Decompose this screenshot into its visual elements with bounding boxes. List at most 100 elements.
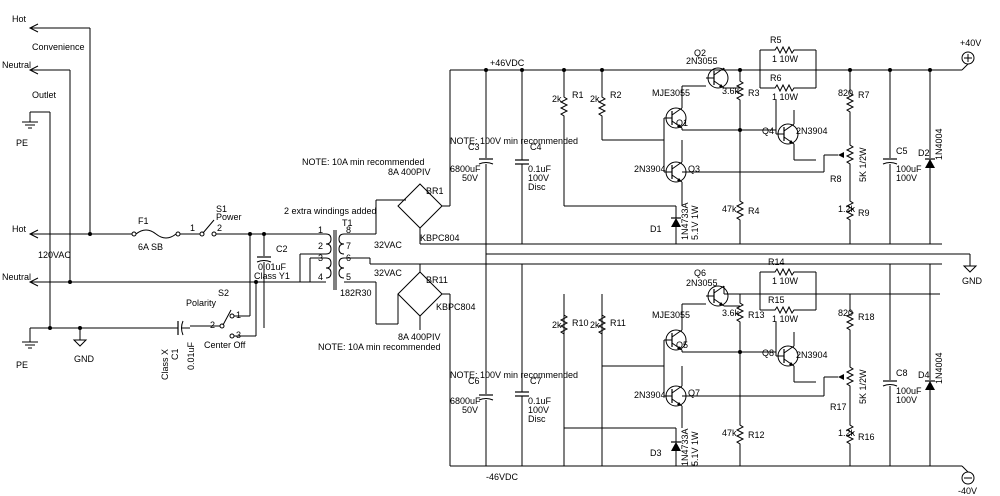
c3-volt: 50V bbox=[462, 173, 478, 183]
c1-value: 0.01uF bbox=[186, 341, 196, 370]
r1-label: R1 bbox=[572, 90, 584, 100]
c4-volt: 100V bbox=[528, 173, 549, 183]
q6-part: 2N3055 bbox=[686, 278, 718, 288]
r16-value: 1.2k bbox=[838, 428, 856, 438]
t1-pin2: 2 bbox=[318, 241, 323, 251]
q8-part: 2N3904 bbox=[796, 350, 828, 360]
br11-label: BR11 bbox=[426, 275, 448, 285]
q7-label: Q7 bbox=[688, 388, 700, 398]
br11-rating: 8A 400PIV bbox=[398, 332, 441, 342]
t1-pin8: 8 bbox=[346, 225, 351, 235]
q2-part: 2N3055 bbox=[686, 56, 718, 66]
r17-value: 5K 1/2W bbox=[858, 369, 868, 404]
r6-value: 1 10W bbox=[772, 92, 799, 102]
pos-rail-label: +46VDC bbox=[490, 58, 525, 68]
r8-label: R8 bbox=[830, 174, 842, 184]
c1-class: Class X bbox=[160, 349, 170, 380]
c7-value: 0.1uF bbox=[528, 396, 552, 406]
transformer-note: 2 extra windings added bbox=[284, 206, 377, 216]
neg-output-label: -40V bbox=[958, 486, 977, 496]
c2-label: C2 bbox=[276, 244, 288, 254]
negative-regulator: -46VDC C6 6800uF 50V C7 0.1uF 100V Disc … bbox=[450, 257, 977, 496]
c6-volt: 50V bbox=[462, 405, 478, 415]
d1-label: D1 bbox=[650, 224, 662, 234]
sec-bottom-vac: 32VAC bbox=[374, 268, 402, 278]
r15-label: R15 bbox=[768, 295, 785, 305]
bridge-br11: BR11 KBPC804 8A 400PIV NOTE: 10A min rec… bbox=[318, 263, 942, 467]
d3-label: D3 bbox=[650, 448, 662, 458]
c4-label: C4 bbox=[530, 142, 542, 152]
r10-label: R10 bbox=[572, 318, 589, 328]
c3-value: 6800uF bbox=[450, 164, 481, 174]
c4-value: 0.1uF bbox=[528, 164, 552, 174]
d4-label: D4 bbox=[918, 370, 930, 380]
c7-type: Disc bbox=[528, 414, 546, 424]
c5-value: 100uF bbox=[896, 164, 922, 174]
note-10a-top: NOTE: 10A min recommended bbox=[302, 157, 425, 167]
r2-label: R2 bbox=[610, 90, 622, 100]
br1-label: BR1 bbox=[426, 186, 444, 196]
f1-label: F1 bbox=[138, 216, 149, 226]
q2-label: Q2 bbox=[694, 48, 706, 58]
d3-rating: 5.1V 1W bbox=[690, 431, 700, 466]
r9-value: 1.2k bbox=[838, 204, 856, 214]
d4-part: 1N4004 bbox=[934, 352, 944, 384]
pe-top-label: PE bbox=[16, 138, 28, 148]
r5-label: R5 bbox=[770, 35, 782, 45]
c8-volt: 100V bbox=[896, 395, 917, 405]
r4-value: 47k bbox=[722, 204, 737, 214]
c5-volt: 100V bbox=[896, 173, 917, 183]
c2-value: 0.01uF bbox=[258, 262, 287, 272]
c3-label: C3 bbox=[468, 142, 480, 152]
primary-section: F1 6A SB 1 S1 Power 2 C2 0.01uF Class Y1… bbox=[131, 204, 326, 380]
gnd-right-label: GND bbox=[962, 276, 983, 286]
t1-pin1: 1 bbox=[318, 225, 323, 235]
pe-bottom-label: PE bbox=[16, 360, 28, 370]
s2-pin1: 1 bbox=[236, 310, 241, 320]
c7-note: NOTE: 100V min recommended bbox=[450, 370, 578, 380]
r14-label: R14 bbox=[768, 257, 785, 267]
t1-part: 182R30 bbox=[340, 288, 372, 298]
t1-label: T1 bbox=[342, 218, 353, 228]
r8-value: 5K 1/2W bbox=[858, 147, 868, 182]
t1-pin4: 4 bbox=[318, 272, 323, 282]
q8-label: Q8 bbox=[762, 348, 774, 358]
r14-value: 1 10W bbox=[772, 276, 799, 286]
q1-label: Q1 bbox=[676, 118, 688, 128]
s2-label: S2 bbox=[218, 288, 229, 298]
outlet-label: Outlet bbox=[32, 90, 57, 100]
q4-part: 2N3904 bbox=[796, 126, 828, 136]
positive-regulator: +46VDC C3 6800uF 50V C4 0.1uF 100V Disc … bbox=[450, 35, 981, 245]
q4-label: Q4 bbox=[762, 126, 774, 136]
r3-label: R3 bbox=[748, 88, 760, 98]
pos-output-label: +40V bbox=[960, 38, 981, 48]
s1-pin2: 2 bbox=[217, 223, 222, 233]
r3-value: 3.6k bbox=[722, 86, 740, 96]
r18-value: 820 bbox=[838, 308, 853, 318]
convenience-label: Convenience bbox=[32, 42, 85, 52]
d2-part: 1N4004 bbox=[934, 128, 944, 160]
hot-top-label: Hot bbox=[12, 14, 27, 24]
s1-pin1: 1 bbox=[190, 223, 195, 233]
r7-label: R7 bbox=[858, 90, 870, 100]
note-10a-bottom: NOTE: 10A min recommended bbox=[318, 342, 441, 352]
c7-label: C7 bbox=[530, 376, 542, 386]
s2-pin3: 3 bbox=[236, 330, 241, 340]
c4-note: NOTE: 100V min recommended bbox=[450, 136, 578, 146]
s2-center-off: Center Off bbox=[204, 340, 246, 350]
d1-part: 1N4733A bbox=[680, 202, 690, 240]
r12-label: R12 bbox=[748, 430, 765, 440]
r6-label: R6 bbox=[770, 73, 782, 83]
r11-label: R11 bbox=[610, 318, 626, 328]
neutral-in-label: Neutral bbox=[2, 272, 31, 282]
q5-label: Q5 bbox=[676, 340, 688, 350]
t1-pin7: 7 bbox=[346, 241, 351, 251]
c5-label: C5 bbox=[896, 146, 908, 156]
r13-label: R13 bbox=[748, 310, 765, 320]
r18-label: R18 bbox=[858, 312, 875, 322]
r4-label: R4 bbox=[748, 206, 760, 216]
neutral-top-label: Neutral bbox=[2, 60, 31, 70]
vac-in-label: 120VAC bbox=[38, 250, 71, 260]
d2-label: D2 bbox=[918, 148, 930, 158]
